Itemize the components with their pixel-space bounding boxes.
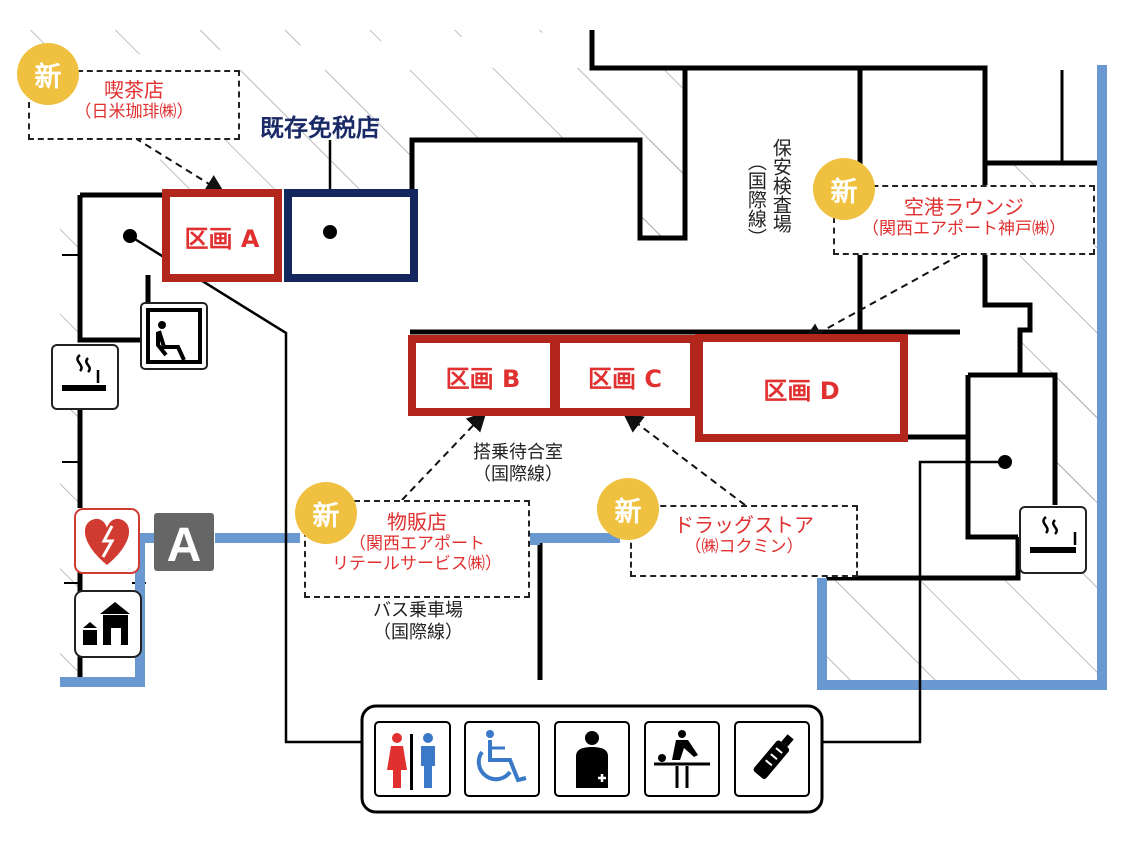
zone-c-label: 区画 C [588, 364, 662, 393]
callout-cafe: 喫茶店 （日米珈琲㈱） [28, 70, 240, 140]
accessible-restroom-icon[interactable] [464, 721, 540, 797]
existing-duty-free-shop[interactable] [284, 189, 418, 282]
callout-drugstore: ドラッグストア （㈱コクミン） [630, 505, 858, 577]
callout-drugstore-title: ドラッグストア [674, 513, 814, 537]
callout-lounge-title: 空港ラウンジ [904, 195, 1024, 219]
bus-boarding-sub: （国際線） [373, 621, 463, 643]
kids-area-icon[interactable] [74, 590, 142, 658]
callout-cafe-title: 喫茶店 [104, 78, 164, 102]
boarding-lounge-sub: （国際線） [473, 463, 563, 485]
callout-lounge-operator: （関西エアポート神戸㈱） [862, 219, 1066, 239]
zone-a-label: 区画 A [184, 224, 260, 253]
zones [162, 189, 908, 442]
restroom-icon[interactable] [374, 721, 451, 797]
zone-a[interactable] [162, 189, 282, 282]
gate-a-label: A [167, 519, 202, 572]
callout-drugstore-operator: （㈱コクミン） [684, 537, 804, 557]
baby-changing-icon[interactable] [644, 721, 720, 797]
boarding-lounge-label: 搭乗待合室 （国際線） [452, 442, 584, 485]
first-aid-room-icon[interactable] [554, 721, 630, 797]
bus-boarding-name: バス乗車場 [373, 600, 463, 621]
callout-retail-title: 物販店 [387, 510, 447, 534]
callout-arrows [134, 137, 961, 506]
smoking-area-icon-right[interactable] [1019, 506, 1087, 574]
restroom-facilities [360, 704, 824, 814]
zone-b[interactable] [408, 335, 558, 416]
security-label: 保安検査場 [769, 138, 792, 233]
security-sublabel: （国際線） [744, 152, 767, 247]
gate-a-sign: A [154, 513, 214, 572]
bus-boarding-label: バス乗車場 （国際線） [352, 600, 484, 643]
callout-cafe-operator: （日米珈琲㈱） [74, 102, 194, 122]
new-badge: 新 [597, 478, 659, 540]
smoking-area-icon[interactable] [51, 344, 119, 410]
existing-duty-free-label: 既存免税店 [260, 114, 380, 142]
new-badge: 新 [295, 482, 357, 544]
callout-lounge: 空港ラウンジ （関西エアポート神戸㈱） [833, 185, 1095, 255]
callout-retail-operator-2: リテールサービス㈱） [332, 554, 502, 575]
new-badge: 新 [813, 158, 875, 220]
zone-d[interactable] [695, 334, 908, 442]
boarding-lounge-name: 搭乗待合室 [473, 442, 563, 463]
zone-d-label: 区画 D [763, 376, 840, 405]
aed-icon[interactable] [74, 508, 140, 574]
callout-retail-operator-1: （関西エアポート [349, 534, 485, 554]
nursing-room-icon[interactable] [734, 721, 810, 797]
new-badge: 新 [17, 43, 79, 105]
waiting-lounge-icon[interactable] [140, 302, 208, 370]
zone-b-label: 区画 B [445, 364, 521, 393]
zone-c[interactable] [552, 335, 698, 416]
